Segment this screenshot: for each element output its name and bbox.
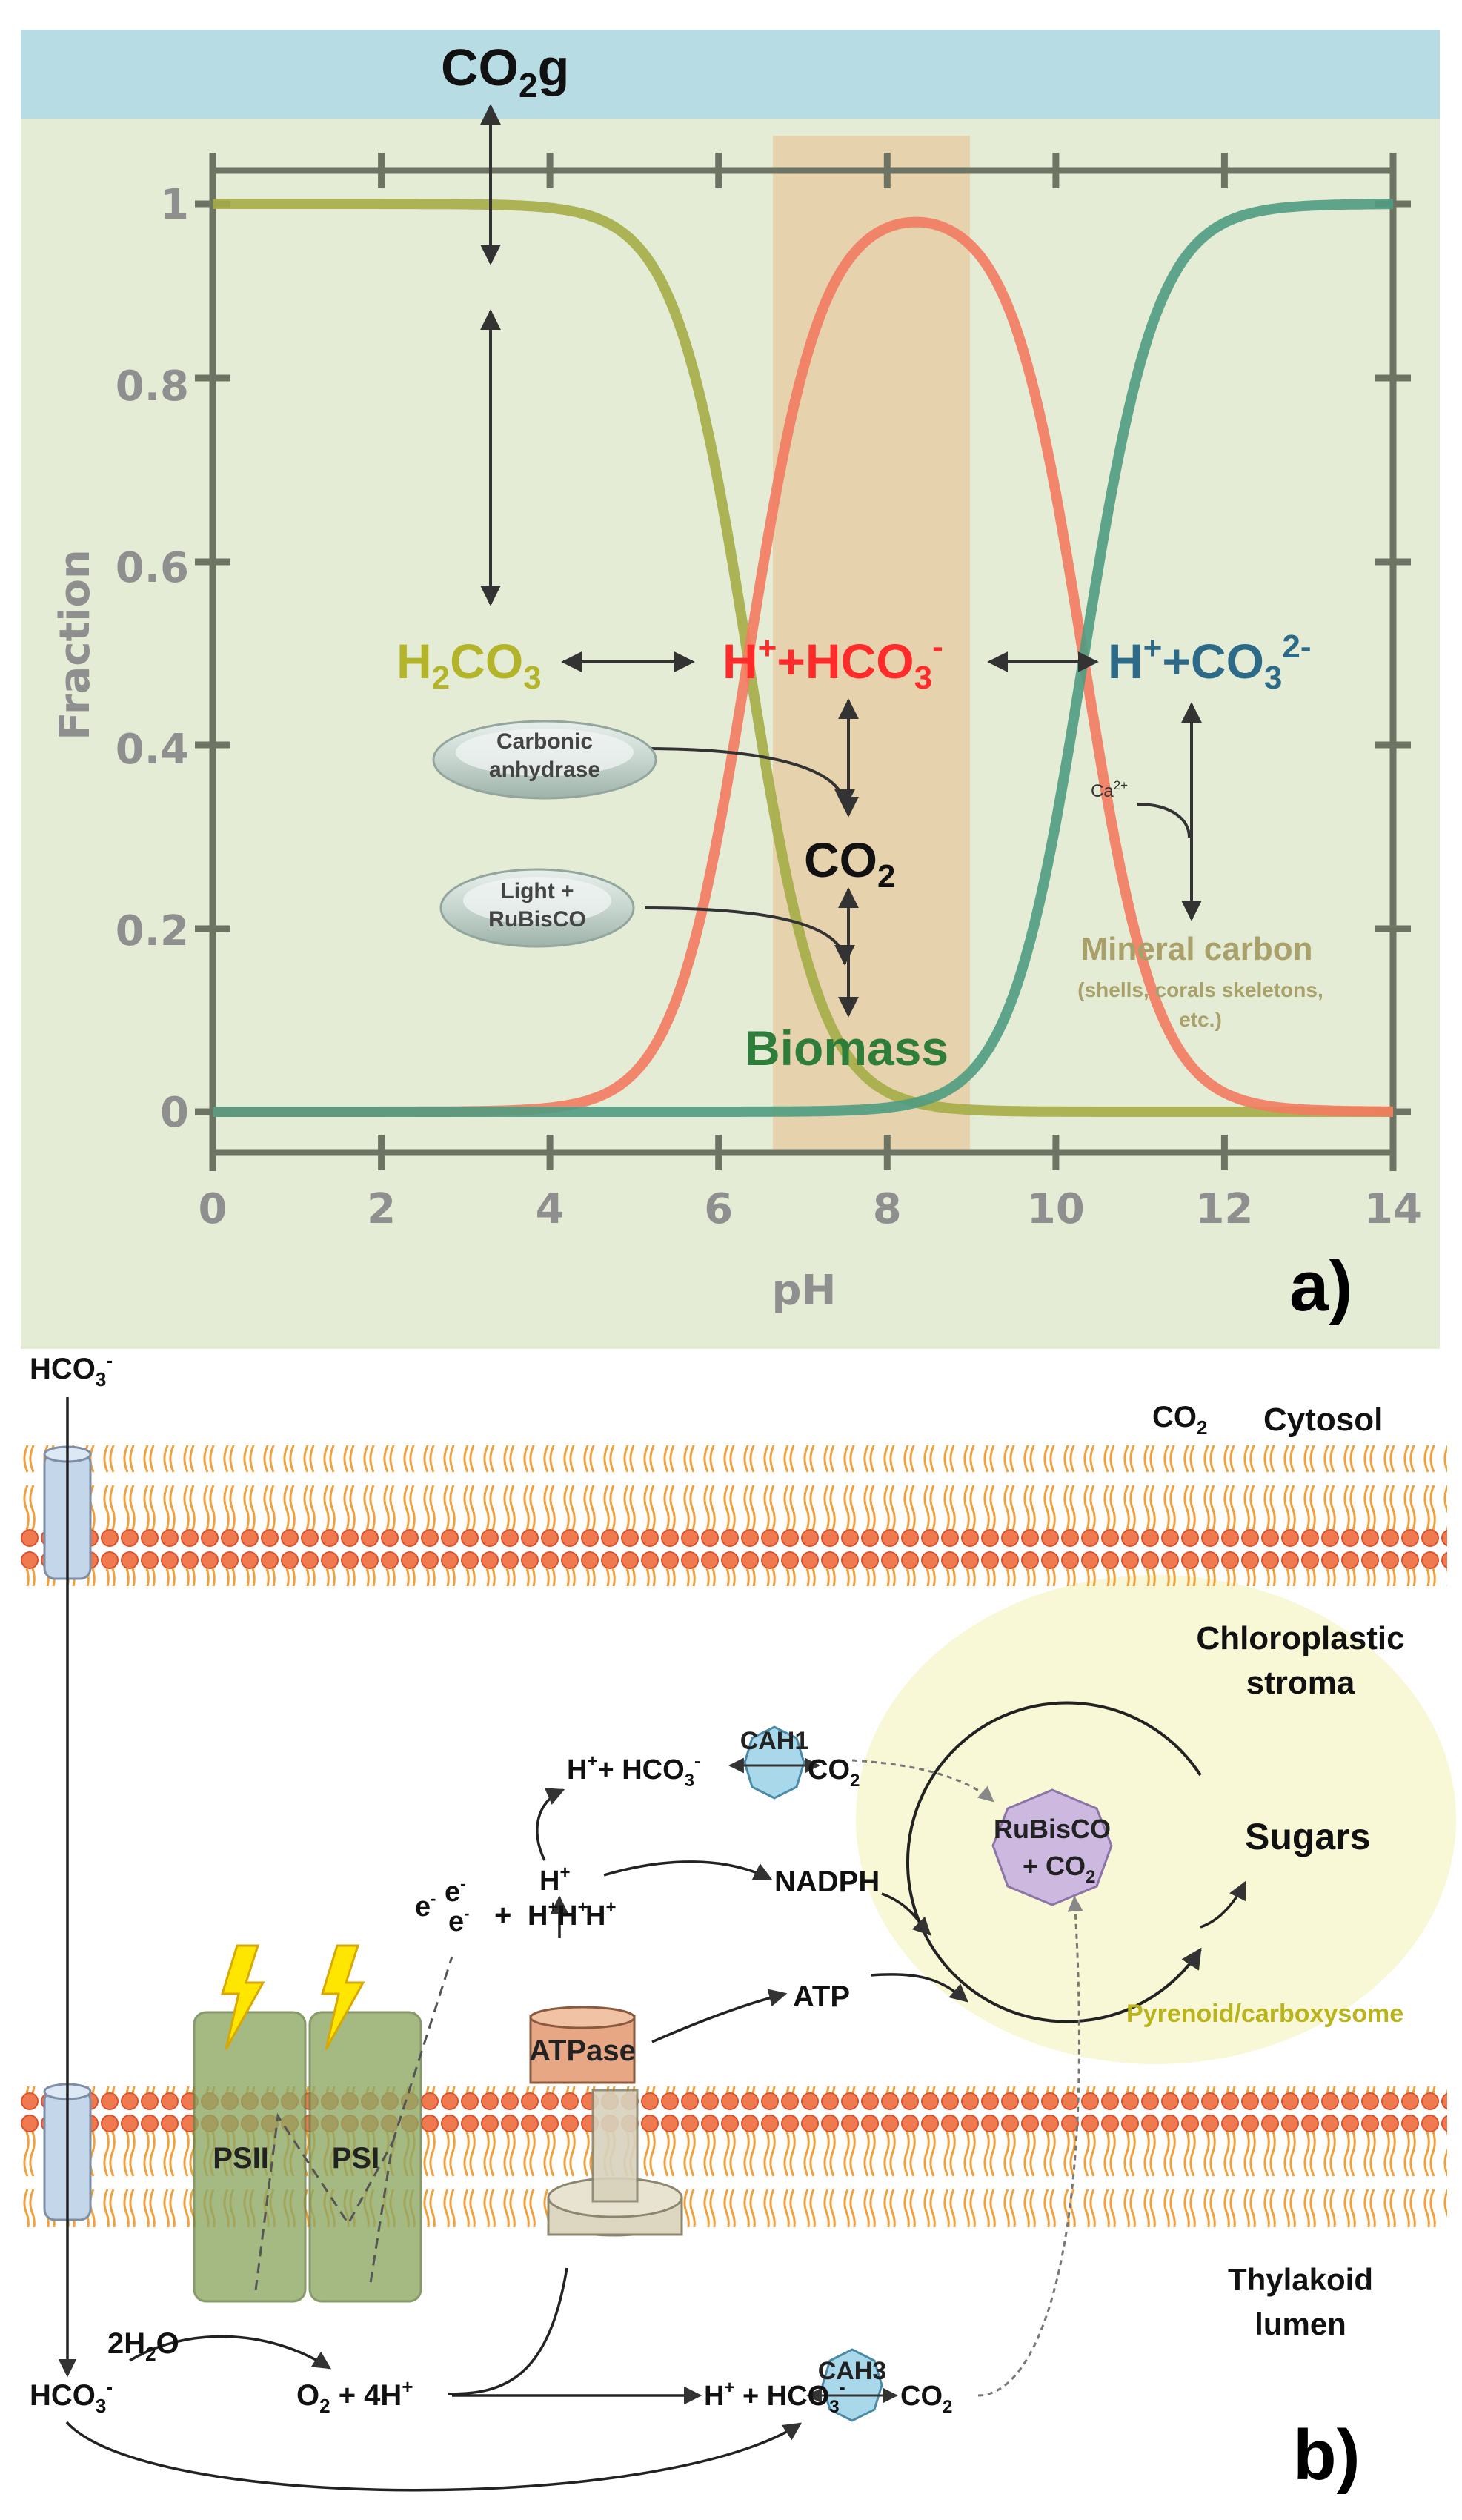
y-tick-label: 0.8	[116, 362, 189, 411]
stroma-label-2: stroma	[1246, 1665, 1355, 1701]
pyrenoid-region	[856, 1575, 1456, 2064]
svg-text:anhydrase: anhydrase	[489, 757, 600, 782]
atmosphere-band	[21, 30, 1440, 119]
ph-highlight-band	[773, 136, 970, 1155]
svg-text:Carbonic: Carbonic	[496, 729, 593, 754]
x-tick-label: 12	[1195, 1185, 1253, 1233]
rubisco-label: RuBisCO	[994, 1814, 1111, 1844]
x-tick-label: 4	[536, 1185, 565, 1233]
electrons-label: e- e- e-	[415, 1874, 469, 1937]
plasma-membrane	[21, 1445, 1447, 1586]
y-tick-label: 0.4	[116, 726, 189, 774]
y-tick-label: 0	[160, 1089, 189, 1137]
svg-text:e-: e-	[448, 1904, 469, 1937]
co2-aq-label: CO2	[804, 832, 895, 895]
x-tick-label: 8	[873, 1185, 902, 1233]
mineral-carbon-note-2: etc.)	[1179, 1008, 1222, 1031]
svg-text:ATPase: ATPase	[529, 2035, 636, 2067]
cah3-product-label: CO2	[900, 2381, 952, 2417]
y-axis-label: Fraction	[51, 549, 99, 740]
light-rubisco-blob: Light + RuBisCO	[439, 868, 635, 948]
x-tick-label: 14	[1364, 1185, 1422, 1233]
hco3-cytosol-label: HCO3-	[30, 1349, 113, 1390]
cah3-enzyme: CAH3	[805, 2348, 899, 2422]
rubisco-complex	[991, 1788, 1113, 1906]
svg-text:H+: H+	[557, 1897, 588, 1932]
x-tick-label: 6	[704, 1185, 733, 1233]
svg-text:CAH3: CAH3	[818, 2357, 887, 2385]
svg-text:e-: e-	[415, 1889, 436, 1923]
thylakoid-label-2: lumen	[1255, 2307, 1346, 2341]
y-tick-label: 0.6	[116, 544, 189, 592]
panel-a-arrows	[480, 104, 1202, 1018]
svg-text:CAH1: CAH1	[740, 1727, 809, 1755]
panel-b-label: b)	[1293, 2415, 1360, 2495]
y-tick-label: 1	[160, 181, 189, 229]
x-tick-labels: 0 2 4 6 8 10 12 14	[199, 1185, 1422, 1233]
panel-a-label: a)	[1289, 1247, 1352, 1326]
nadph-label: NADPH	[774, 1866, 880, 1898]
co2-gas-label: CO2g	[441, 39, 569, 105]
co3-label: H++CO32-	[1108, 629, 1312, 696]
svg-text:Light +: Light +	[500, 879, 574, 903]
x-tick-label: 10	[1027, 1185, 1085, 1233]
thylakoid-label-1: Thylakoid	[1228, 2262, 1373, 2297]
lightning-icon	[320, 1944, 365, 2050]
rubisco-co2-label: + CO2	[1023, 1851, 1095, 1887]
water-label: 2H2O	[107, 2327, 179, 2365]
svg-text:H+: H+	[585, 1897, 616, 1932]
hco3-label: H++HCO3-	[722, 629, 943, 696]
panel-a-background	[21, 30, 1440, 1349]
h2co3-label: H2CO3	[396, 634, 542, 696]
psii-label: PSII	[213, 2142, 269, 2175]
psi-label: PSI	[332, 2142, 379, 2175]
calvin-cycle-arrow	[906, 1701, 1202, 2023]
sugars-label: Sugars	[1245, 1816, 1371, 1857]
carbonic-anhydrase-blob: Carbonic anhydrase	[432, 720, 657, 800]
protons-label: H+ H+ H+ H+	[528, 1863, 616, 1932]
cah3-substrate-label: H+ + HCO3-	[704, 2378, 845, 2417]
atp-label: ATP	[793, 1980, 850, 2013]
svg-text:e-: e-	[445, 1874, 465, 1908]
co2-cytosol-label: CO2	[1152, 1401, 1207, 1439]
atp-synthase: ATPase	[529, 2006, 683, 2237]
x-axis-label: pH	[772, 1267, 837, 1315]
plus-sign: +	[494, 1899, 511, 1932]
cah1-enzyme: CAH1	[728, 1725, 821, 1800]
lightning-icon	[220, 1944, 265, 2050]
panel-a: 0 2 4 6 8 10 12 14 0 0.2 0.4 0.6 0.8 1 pH Fraction C…	[21, 30, 1440, 1349]
calcium-label: Ca2+	[1091, 778, 1128, 801]
panel-b-arrows	[58, 1397, 1246, 2492]
biomass-label: Biomass	[745, 1021, 948, 1075]
oxygen-protons-label: O2 + 4H+	[296, 2375, 413, 2417]
cah1-substrate-label: H++ HCO3-	[567, 1751, 700, 1791]
mineral-carbon-note-1: (shells, corals skeletons,	[1077, 978, 1323, 1001]
electron-path	[254, 1956, 453, 2291]
axes	[195, 153, 1411, 1171]
co3-curve	[213, 199, 1393, 1117]
y-tick-labels: 0 0.2 0.4 0.6 0.8 1	[116, 181, 189, 1137]
x-tick-label: 2	[367, 1185, 396, 1233]
svg-text:RuBisCO: RuBisCO	[488, 907, 586, 932]
svg-text:H+: H+	[539, 1863, 570, 1897]
y-tick-label: 0.2	[116, 907, 189, 955]
h2co3-curve	[213, 199, 1393, 1117]
cytosol-label: Cytosol	[1263, 1402, 1383, 1438]
svg-text:H+: H+	[528, 1897, 558, 1932]
cah1-product-label: CO2	[808, 1754, 860, 1791]
psi-complex	[308, 2011, 422, 2303]
co2-diffusion-paths	[851, 1759, 1083, 2397]
stroma-label-1: Chloroplastic	[1196, 1620, 1404, 1657]
panel-b: PSII PSI ATPase CAH1 CAH3	[21, 1349, 1456, 2495]
x-tick-label: 0	[199, 1185, 227, 1233]
hco3-lumen-label: HCO3-	[30, 2375, 113, 2417]
pyrenoid-label: Pyrenoid/carboxysome	[1126, 2000, 1403, 2028]
mineral-carbon-label: Mineral carbon	[1081, 931, 1313, 967]
